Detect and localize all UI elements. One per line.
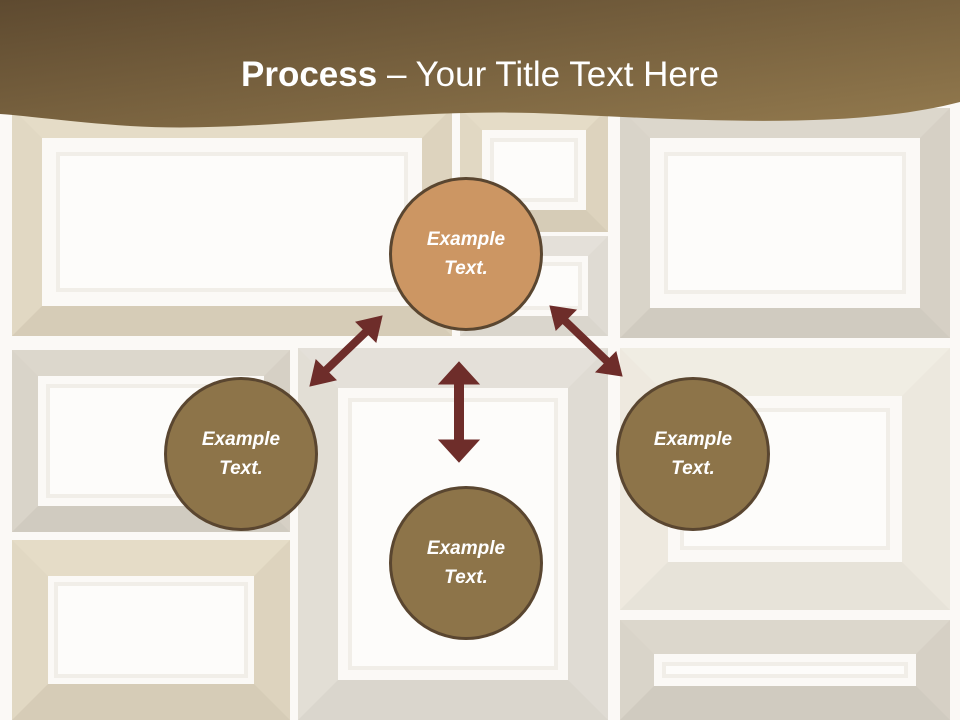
node-right-text: Example Text. [653, 429, 733, 479]
page-title: Process – Your Title Text Here [0, 52, 960, 98]
arrow-center-bottom [437, 361, 481, 463]
node-left-text: Example Text. [201, 429, 281, 479]
header-band [0, 0, 960, 128]
node-bottom-text: Example Text. [426, 538, 506, 588]
process-node-right: Example Text. [616, 377, 770, 531]
node-center-text: Example Text. [426, 229, 506, 279]
process-node-bottom: Example Text. [389, 486, 543, 640]
process-node-left: Example Text. [164, 377, 318, 531]
arrow-center-left [309, 315, 383, 387]
title-rest: – Your Title Text Here [377, 55, 719, 94]
title-bold: Process [241, 55, 378, 94]
process-node-center: Example Text. [389, 177, 543, 331]
arrow-center-right [549, 305, 623, 377]
